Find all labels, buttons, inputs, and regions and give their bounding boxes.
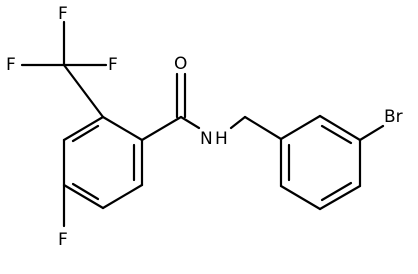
atom-label-f1: F (58, 4, 68, 24)
trifluoromethyl-bonds (20, 20, 108, 119)
atom-label-f2: F (6, 55, 16, 75)
bromo-benzene-ring (279, 114, 362, 211)
atom-label-oxygen: O (174, 54, 187, 74)
atom-label-f3: F (108, 55, 118, 75)
aryl-bromine-bond (358, 124, 385, 142)
fluoro-benzene-ring (62, 115, 144, 210)
atom-label-nitrogen: N (200, 129, 213, 149)
atom-label-bromine: Br (384, 107, 403, 127)
atom-label-hydrogen: H (215, 129, 228, 149)
amide-bonds (140, 72, 283, 142)
atom-label-f4: F (58, 230, 68, 250)
